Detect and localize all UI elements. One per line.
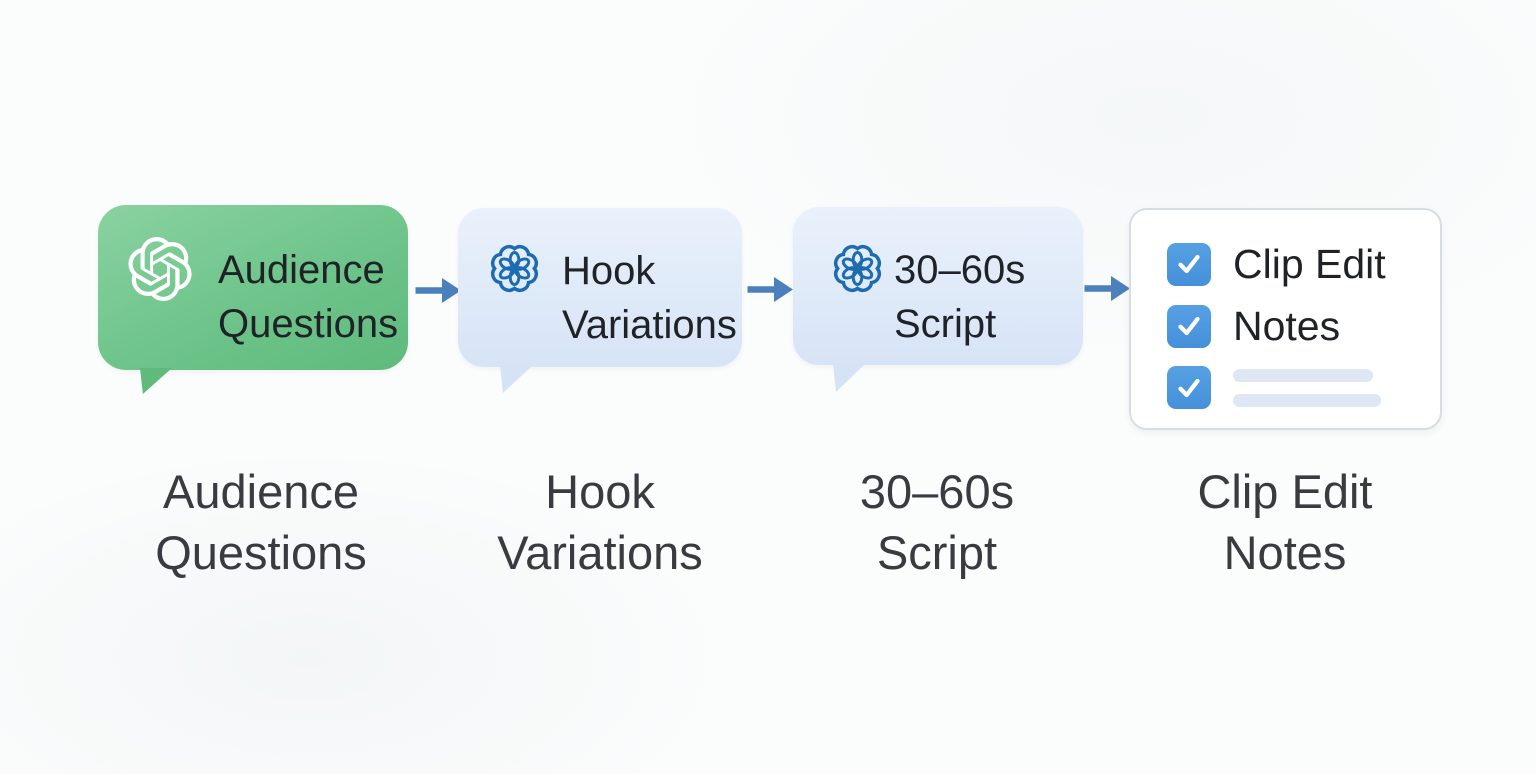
caption-line: Notes xyxy=(1223,526,1347,579)
caption-line: Script xyxy=(876,526,998,579)
checkbox-checked-icon[interactable] xyxy=(1167,304,1211,348)
bubble-30-60s-script: 30–60s Script xyxy=(793,207,1083,365)
checklist-row xyxy=(1167,366,1416,409)
bubble-text: Hook Variations xyxy=(562,244,737,367)
flower-badge-icon xyxy=(834,245,881,292)
caption-audience-questions: Audience Questions xyxy=(81,461,441,583)
bubble-tail xyxy=(833,363,866,392)
checkmark-icon xyxy=(1178,316,1200,336)
caption-line: Questions xyxy=(155,526,367,579)
checklist-item-label: Clip Edit xyxy=(1233,241,1386,287)
bubble-text: Audience Questions xyxy=(218,243,398,370)
checklist-card-clip-edit-notes: Clip Edit Notes xyxy=(1129,208,1442,430)
caption-clip-edit-notes: Clip Edit Notes xyxy=(1105,461,1465,583)
bubble-text-line: Audience xyxy=(218,248,385,292)
placeholder-text-lines xyxy=(1233,368,1381,407)
bubble-text-line: 30–60s xyxy=(894,248,1026,292)
bubble-text-line: Hook xyxy=(562,249,656,293)
caption-line: Audience xyxy=(163,465,359,518)
bubble-tail xyxy=(500,365,533,393)
bubble-text-line: Questions xyxy=(218,302,399,346)
flow-arrow-icon xyxy=(415,278,461,303)
caption-line: Hook xyxy=(545,465,655,518)
checkmark-icon xyxy=(1178,254,1200,274)
flow-arrow-icon xyxy=(747,277,793,302)
bubble-text: 30–60s Script xyxy=(894,243,1025,365)
checklist-row: Notes xyxy=(1167,304,1416,348)
bubble-hook-variations: Hook Variations xyxy=(458,208,742,367)
bubble-text-line: Variations xyxy=(562,303,737,347)
checkbox-checked-icon[interactable] xyxy=(1167,366,1211,409)
caption-hook-variations: Hook Variations xyxy=(420,461,780,583)
bubble-tail xyxy=(140,368,172,394)
placeholder-line xyxy=(1233,393,1381,407)
bubble-audience-questions: Audience Questions xyxy=(98,205,408,370)
caption-line: Clip Edit xyxy=(1197,465,1373,518)
checklist-item-label: Notes xyxy=(1233,303,1341,349)
flower-badge-icon xyxy=(491,245,538,292)
caption-line: 30–60s xyxy=(859,465,1015,518)
caption-30-60s-script: 30–60s Script xyxy=(757,461,1117,583)
caption-line: Variations xyxy=(497,526,703,579)
checklist-row: Clip Edit xyxy=(1167,242,1416,286)
checkmark-icon xyxy=(1178,378,1200,397)
bubble-text-line: Script xyxy=(894,302,997,346)
checkbox-checked-icon[interactable] xyxy=(1167,242,1211,286)
flow-arrow-icon xyxy=(1084,276,1130,301)
placeholder-line xyxy=(1233,368,1373,382)
openai-logo-icon xyxy=(128,237,192,301)
